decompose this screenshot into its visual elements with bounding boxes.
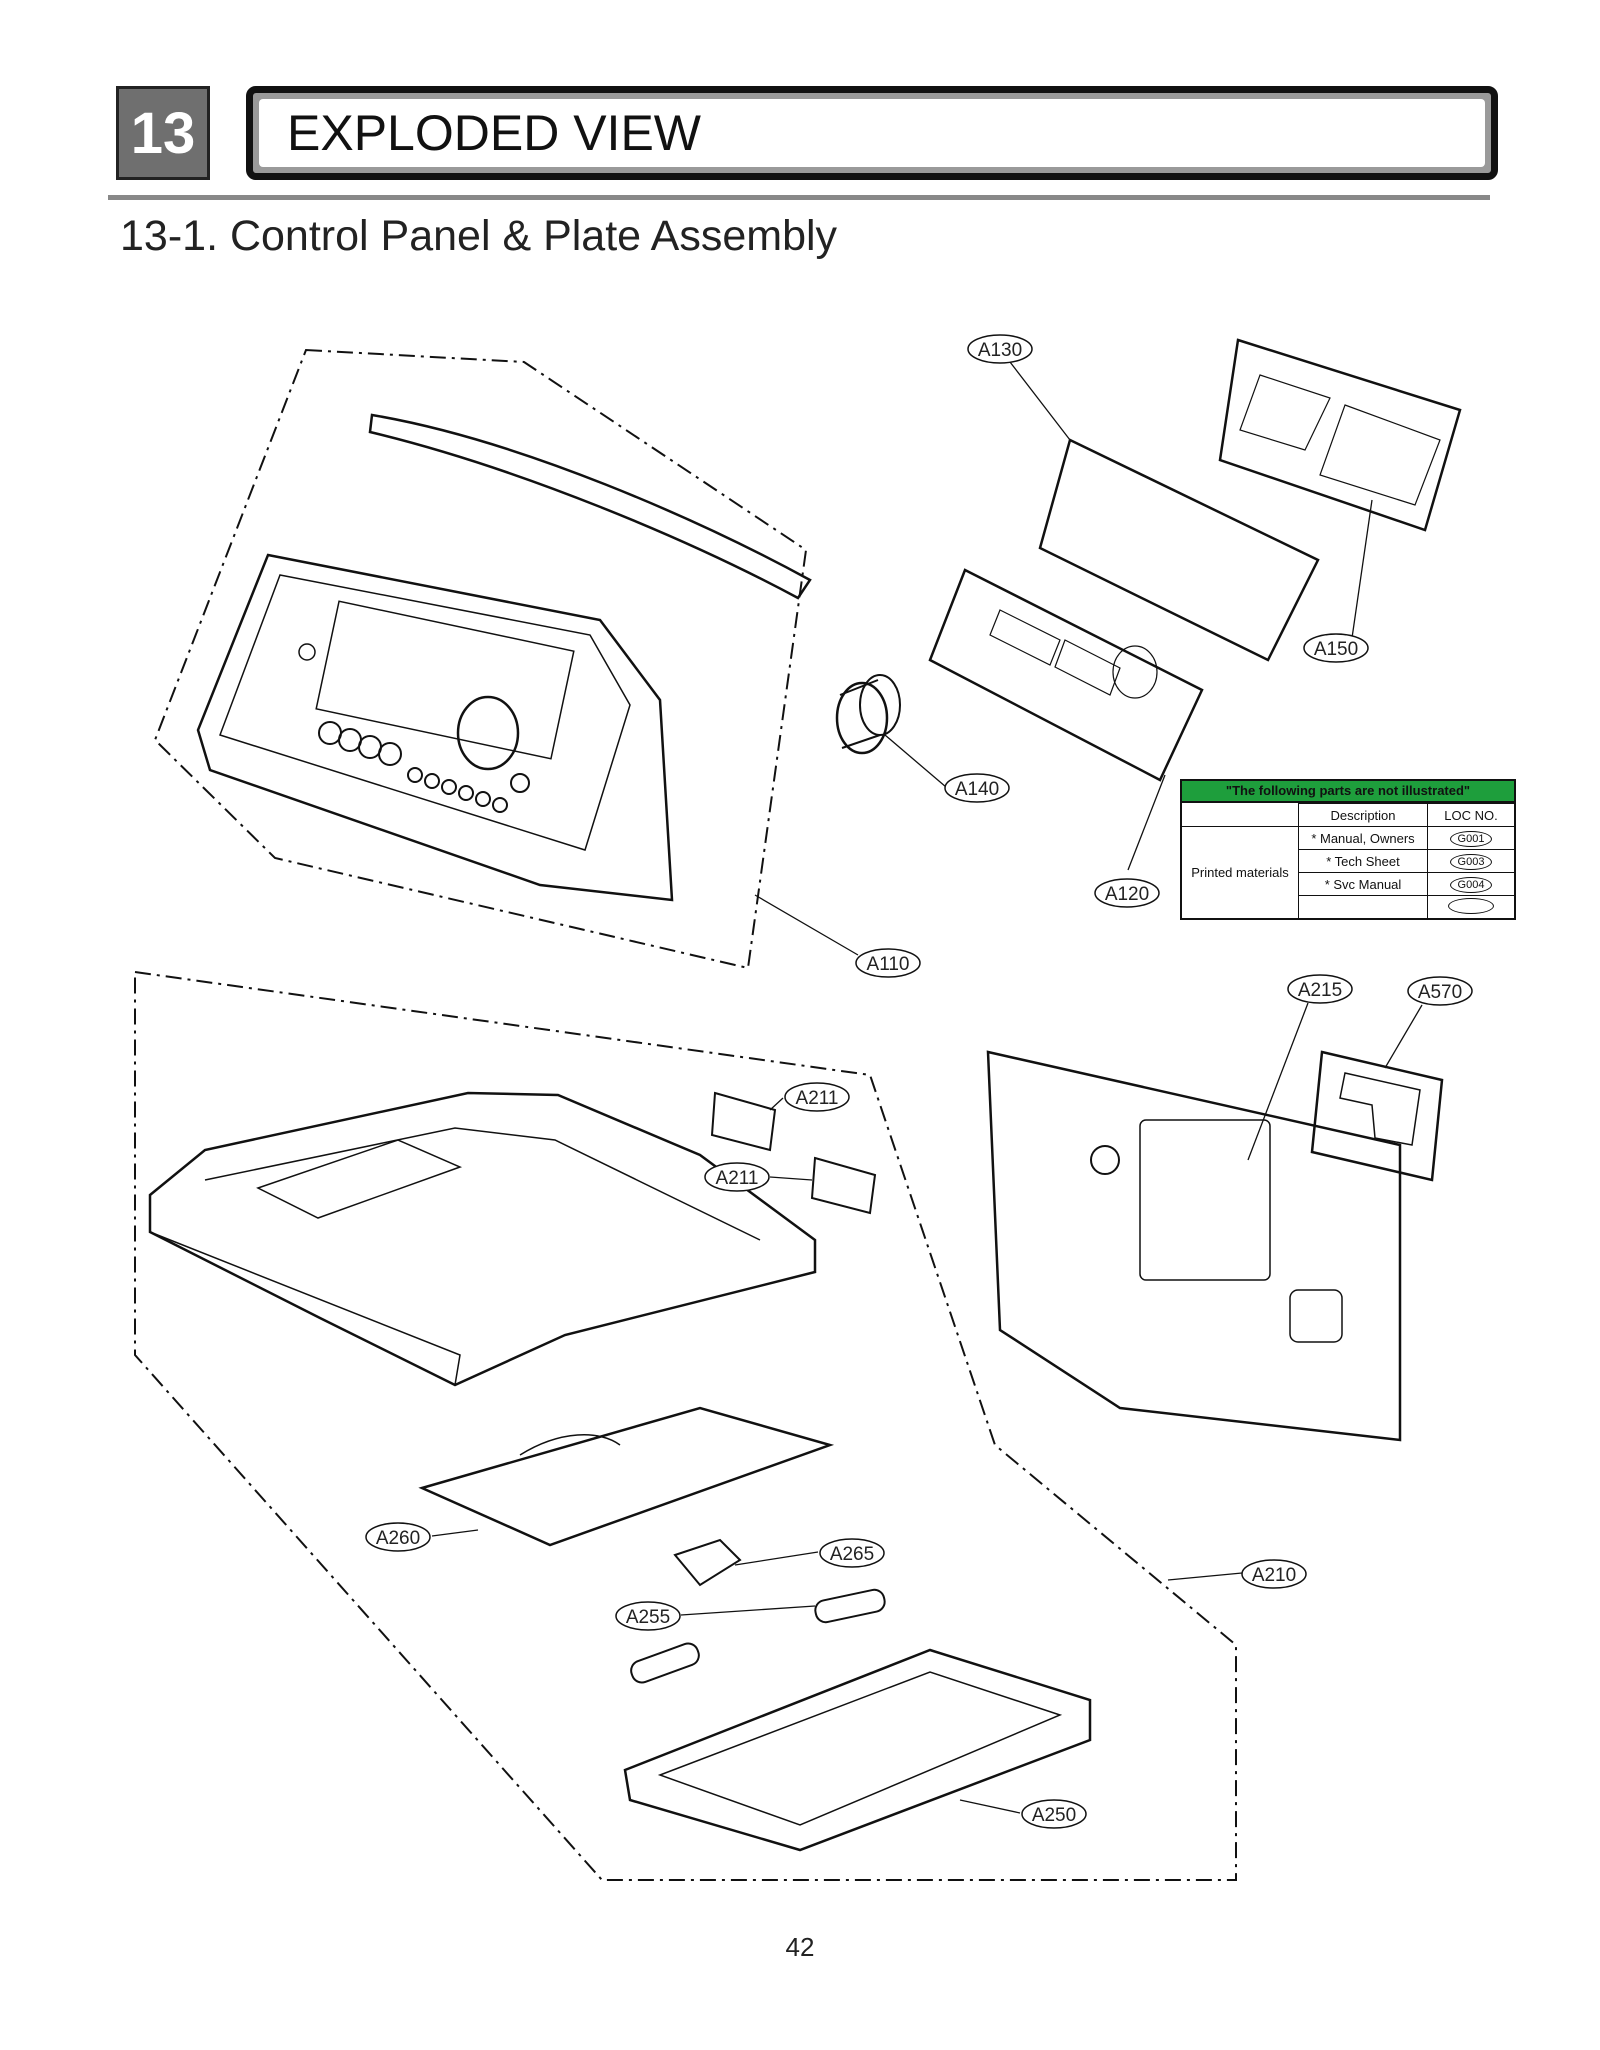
callout-a140-label: A140	[955, 779, 999, 800]
row-loc-cell: G004	[1427, 872, 1514, 896]
table-row: Printed materials * Manual, Owners G001	[1182, 826, 1514, 918]
hinge-bracket-2	[810, 1156, 877, 1215]
loc-header: LOC NO.	[1427, 803, 1514, 827]
callout-a150: A150	[1303, 633, 1369, 663]
pcb-cover	[1038, 438, 1320, 662]
hinge-pin-1	[814, 1588, 886, 1624]
leader-lines	[431, 361, 1423, 1814]
loc-number	[1448, 897, 1494, 914]
callout-a210: A210	[1241, 1559, 1307, 1589]
callout-a255-label: A255	[626, 1607, 670, 1628]
description-header: Description	[1298, 803, 1428, 827]
callout-a265: A265	[819, 1538, 885, 1568]
printed-materials-table: Description LOC NO. Printed materials * …	[1182, 803, 1514, 918]
control-panel-trim-strip	[368, 413, 812, 600]
callout-a211-upper: A211	[784, 1082, 850, 1112]
callout-a250-label: A250	[1032, 1805, 1076, 1826]
row-description: * Manual, Owners	[1298, 826, 1428, 850]
loc-number: G001	[1450, 830, 1492, 847]
table-row: * Tech Sheet G003	[1182, 849, 1514, 873]
callout-a120-label: A120	[1105, 884, 1149, 905]
callout-a211-lower-label: A211	[716, 1168, 759, 1189]
loc-number: G004	[1450, 876, 1492, 893]
control-panel-group-boundary	[153, 348, 808, 970]
hinge-bracket-1	[710, 1091, 777, 1152]
back-plate	[986, 1050, 1402, 1442]
latch-part	[673, 1538, 742, 1587]
hinge-pin-2	[630, 1642, 700, 1684]
callout-a250: A250	[1021, 1799, 1087, 1829]
callout-a210-label: A210	[1252, 1565, 1296, 1586]
section-number-badge: 13	[116, 86, 210, 180]
access-cover	[1310, 1050, 1444, 1182]
callout-a215: A215	[1287, 974, 1353, 1004]
callout-a130: A130	[967, 334, 1033, 364]
row-description: * Tech Sheet	[1298, 849, 1428, 873]
display-window	[315, 600, 575, 760]
callout-a140: A140	[944, 773, 1010, 803]
row-loc-cell	[1427, 895, 1514, 918]
row-description: * Svc Manual	[1298, 872, 1428, 896]
printed-materials-label: Printed materials	[1182, 826, 1299, 918]
row-description	[1298, 895, 1428, 918]
main-pcb	[928, 568, 1204, 782]
callout-a150-label: A150	[1314, 639, 1358, 660]
top-plate-opening	[256, 1139, 463, 1219]
page-number: 42	[785, 1932, 815, 1962]
callout-a260: A260	[365, 1522, 431, 1552]
callout-a211-lower: A211	[704, 1162, 770, 1192]
callout-a255: A255	[615, 1601, 681, 1631]
row-loc-cell: G003	[1427, 849, 1514, 873]
table-header-row: Description LOC NO.	[1182, 803, 1514, 827]
callout-a215-label: A215	[1298, 980, 1342, 1001]
callout-a570-label: A570	[1418, 982, 1462, 1003]
callout-a110-label: A110	[867, 954, 910, 975]
top-plate	[148, 1091, 817, 1387]
back-plate-pocket	[1139, 1119, 1271, 1281]
page-subtitle: 13-1. Control Panel & Plate Assembly	[120, 212, 838, 260]
row-loc-cell: G001	[1427, 826, 1514, 850]
lid-panel	[418, 1406, 835, 1547]
section-title-box: EXPLODED VIEW	[246, 86, 1498, 180]
header-rule	[108, 195, 1490, 200]
callout-a265-label: A265	[830, 1544, 874, 1565]
section-number: 13	[130, 100, 196, 166]
lid-frame	[623, 1648, 1092, 1852]
table-row: * Svc Manual G004	[1182, 872, 1514, 896]
table-row	[1182, 895, 1514, 918]
callout-a260-label: A260	[376, 1528, 420, 1549]
not-illustrated-parts-table: "The following parts are not illustrated…	[1180, 779, 1516, 920]
blank-header-cell	[1182, 803, 1299, 827]
panel-buttons	[318, 721, 530, 813]
pcb-housing	[1218, 338, 1462, 532]
control-panel-housing	[196, 553, 674, 902]
callout-a130-label: A130	[978, 340, 1022, 361]
callout-a120: A120	[1094, 878, 1160, 908]
knob-part	[835, 674, 901, 755]
section-title: EXPLODED VIEW	[259, 99, 1485, 167]
loc-number: G003	[1450, 853, 1492, 870]
plate-assembly-group-boundary	[134, 970, 1237, 1881]
not-illustrated-heading: "The following parts are not illustrated…	[1182, 781, 1514, 803]
callout-a570: A570	[1407, 976, 1473, 1006]
callout-a211-upper-label: A211	[796, 1088, 839, 1109]
callout-a110: A110	[855, 948, 921, 978]
control-knob-opening	[456, 695, 520, 771]
